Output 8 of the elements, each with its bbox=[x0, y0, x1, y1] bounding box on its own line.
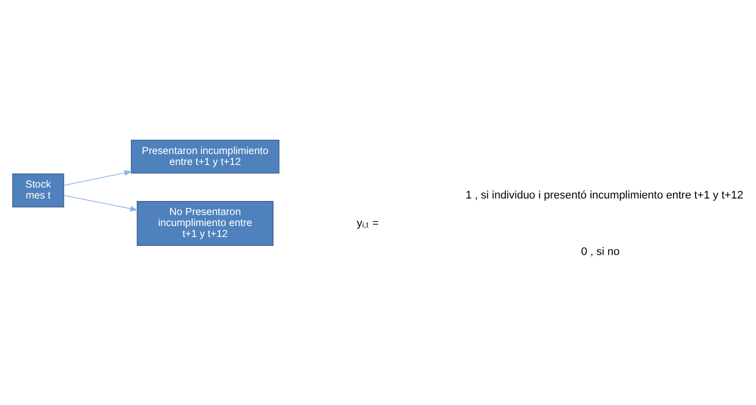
label: 0 , si no bbox=[581, 246, 620, 258]
label: yi,t = bbox=[356, 217, 379, 230]
label: 1 , si individuo i presentó incumplimiento entre t+1 y t+12 bbox=[466, 188, 744, 201]
node-box: Presentaron incumplimiento entre t+1 y t+12 bbox=[130, 139, 280, 174]
node-box: No Presentaron incumplimiento entre t+1 y t+12 bbox=[136, 200, 274, 246]
arrow bbox=[63, 170, 132, 186]
arrow bbox=[63, 194, 138, 211]
node-box: Stock mes t bbox=[12, 173, 64, 207]
